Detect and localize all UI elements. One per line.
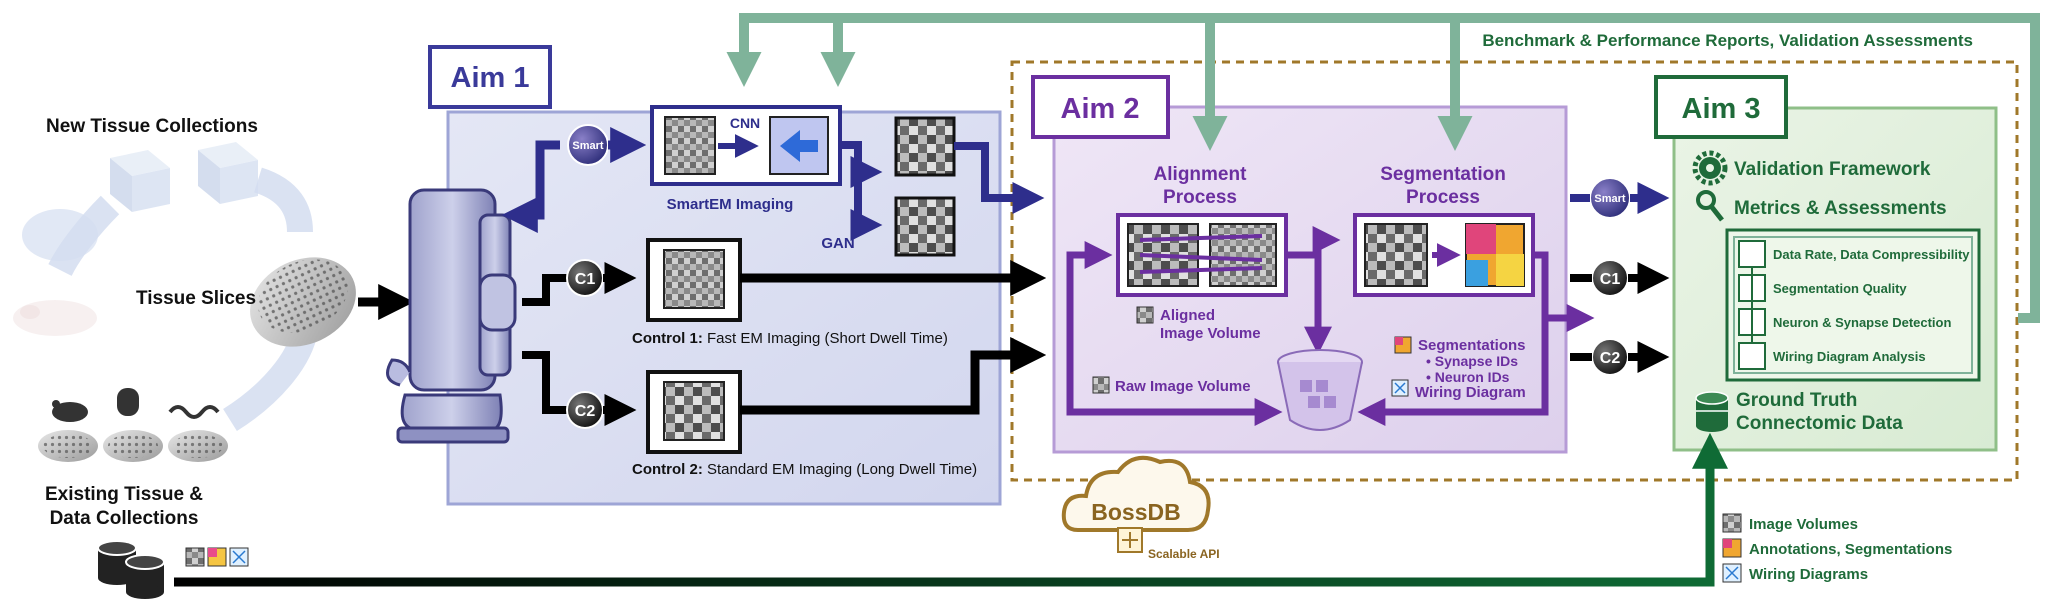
aim1-label: Aim 1: [428, 45, 552, 109]
metric-item-4: Wiring Diagram Analysis: [1773, 349, 1926, 364]
aim2-database-icon: [1277, 349, 1363, 431]
synapse-ids-label: • Synapse IDs: [1426, 353, 1518, 369]
smartem-label: SmartEM Imaging: [667, 196, 794, 213]
alignment-title-1: Alignment: [1154, 164, 1248, 185]
tissue-cubes: [110, 142, 258, 212]
tissue-slices-label: Tissue Slices: [136, 288, 256, 309]
segmentation-box: [1353, 213, 1535, 297]
bottom-legend-icons: [1722, 513, 1742, 583]
smart-label-aim1: Smart: [572, 140, 604, 152]
c1-label-aim1: C1: [575, 271, 596, 288]
c2-label-aim1: C2: [575, 403, 596, 420]
c1-badge-aim1: C1: [566, 259, 604, 297]
segmentation-title-1: Segmentation: [1380, 164, 1506, 185]
arrow-scope-c2: [522, 351, 568, 414]
validation-framework-label: Validation Framework: [1734, 159, 1931, 180]
control1-caption: Control 1: Fast EM Imaging (Short Dwell …: [632, 330, 948, 347]
aim2-raw-path: [1066, 320, 1283, 426]
legend-annotations: Annotations, Segmentations: [1749, 541, 1952, 558]
aim1-title: Aim 1: [451, 62, 530, 94]
em-tile-smart-1: [894, 116, 956, 177]
cnn-label: CNN: [730, 115, 760, 131]
ground-truth-label-1: Ground Truth: [1736, 390, 1857, 411]
arrow-seg-to-aim3: [1533, 251, 1595, 332]
existing-tissue-label-1: Existing Tissue &: [45, 484, 203, 505]
smart-label-aim2: Smart: [1594, 193, 1626, 205]
gan-label: GAN: [821, 235, 854, 252]
aim3-label: Aim 3: [1654, 75, 1788, 139]
alignment-title-2: Process: [1163, 187, 1237, 208]
segmentations-icons: [1391, 336, 1412, 397]
metric-item-2: Segmentation Quality: [1773, 281, 1907, 296]
c2-badge-aim1: C2: [566, 391, 604, 429]
control2-caption: Control 2: Standard EM Imaging (Long Dwe…: [632, 461, 977, 478]
segmentations-label: Segmentations: [1418, 337, 1526, 354]
tissue-slice: [250, 257, 356, 347]
existing-tissue-label-2: Data Collections: [50, 508, 199, 529]
control1-tile: [646, 238, 742, 322]
bossdb-cloud: [1061, 455, 1211, 553]
aim3-title: Aim 3: [1682, 93, 1761, 125]
arrow-seg-to-db: [1357, 318, 1549, 426]
aim2-label: Aim 2: [1031, 75, 1170, 139]
smartem-box: CNN: [650, 105, 842, 186]
smart-badge-aim1: Smart: [567, 124, 609, 166]
metrics-assessments-label: Metrics & Assessments: [1734, 198, 1947, 219]
metrics-list-box: [1725, 228, 1981, 382]
alignment-box: [1116, 213, 1288, 297]
feedback-loop: [726, 13, 2040, 323]
arrow-align-to-seg: [1286, 226, 1341, 259]
new-tissue-label: New Tissue Collections: [46, 116, 258, 137]
gear-icon: [1692, 150, 1728, 186]
aim2-title: Aim 2: [1061, 93, 1140, 125]
specimen-icons: [38, 388, 228, 462]
bossdb-label: BossDB: [1091, 499, 1180, 525]
metric-item-1: Data Rate, Data Compressibility: [1773, 247, 1970, 262]
metric-item-3: Neuron & Synapse Detection: [1773, 315, 1951, 330]
c2-label-aim2: C2: [1600, 350, 1621, 367]
data-type-icons-left: [185, 547, 249, 567]
wiring-diagram-label: Wiring Diagram: [1415, 384, 1526, 401]
raw-volume-icon: [1092, 376, 1110, 394]
em-tile-smart-2: [894, 196, 956, 257]
c1-label-aim2: C1: [1600, 271, 1621, 288]
arrow-c2-to-aim2: [740, 337, 1047, 415]
neuron-ids-label: • Neuron IDs: [1426, 369, 1510, 385]
control2-tile: [646, 370, 742, 454]
feedback-label: Benchmark & Performance Reports, Validat…: [1482, 31, 1973, 50]
aim2-input-bus: [1066, 241, 1113, 320]
bottom-data-bus: [174, 449, 1715, 587]
electron-microscope: [386, 188, 517, 444]
c2-badge-aim2: C2: [1591, 338, 1629, 376]
ground-truth-label-2: Connectomic Data: [1736, 413, 1903, 434]
raw-volume-label: Raw Image Volume: [1115, 378, 1251, 395]
arrow-scope-smart: [501, 140, 560, 233]
aligned-volume-icon: [1136, 306, 1154, 324]
segmentation-title-2: Process: [1406, 187, 1480, 208]
aligned-label-1: Aligned: [1160, 307, 1215, 324]
database-icon-aim3: [1695, 391, 1729, 432]
arrow-smart-to-aim2: [954, 142, 1045, 214]
legend-wiring-diagrams: Wiring Diagrams: [1749, 566, 1868, 583]
arrow-scope-c1: [522, 274, 568, 306]
legend-image-volumes: Image Volumes: [1749, 516, 1858, 533]
bossdb-api-label: Scalable API: [1148, 547, 1220, 561]
c1-badge-aim2: C1: [1591, 259, 1629, 297]
magnifier-icon: [1696, 190, 1724, 222]
database-icon-left: [97, 540, 165, 599]
aligned-label-2: Image Volume: [1160, 325, 1261, 342]
smart-badge-aim2: Smart: [1589, 177, 1631, 219]
arrow-smartem-gan: [850, 145, 883, 241]
